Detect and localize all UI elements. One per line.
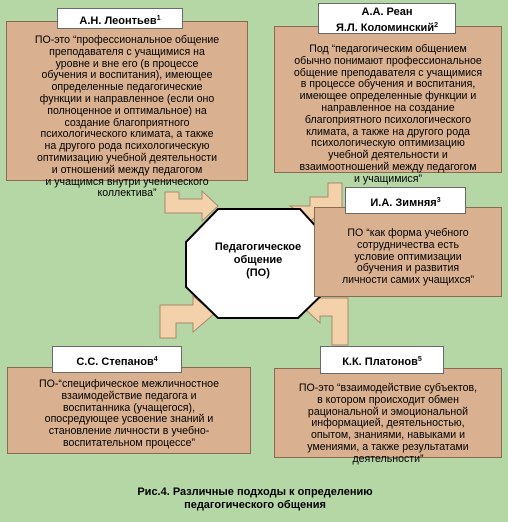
center-octagon xyxy=(185,208,331,319)
source-box-rean: Под “педагогическим общением обычно пони… xyxy=(274,26,502,185)
author-label-stepanov: С.С. Степанов4 xyxy=(52,346,182,373)
author-label-rean: А.А. Реан Я.Л. Коломинский2 xyxy=(318,3,456,34)
source-box-zimnyaya: ПО “как форма учебного сотрудничества ес… xyxy=(314,207,502,297)
center-label: Педагогическое общение (ПО) xyxy=(214,241,302,279)
source-box-stepanov: ПО-“специфическое межличностное взаимоде… xyxy=(7,367,251,454)
author-label-zimnyaya: И.А. Зимняя3 xyxy=(345,187,466,214)
source-box-leontiev: ПО-это “профессиональное общение препода… xyxy=(6,21,248,199)
arrow-leontiev xyxy=(164,189,219,223)
source-box-platonov: ПО-это “взаимодействие субъектов, в кото… xyxy=(274,368,502,465)
author-label-leontiev: А.Н. Леонтьев1 xyxy=(57,8,183,29)
figure-caption: Рис.4. Различные подходы к определению п… xyxy=(137,486,373,511)
author-label-platonov: К.К. Платонов5 xyxy=(320,346,444,374)
arrow-stepanov xyxy=(159,294,215,339)
